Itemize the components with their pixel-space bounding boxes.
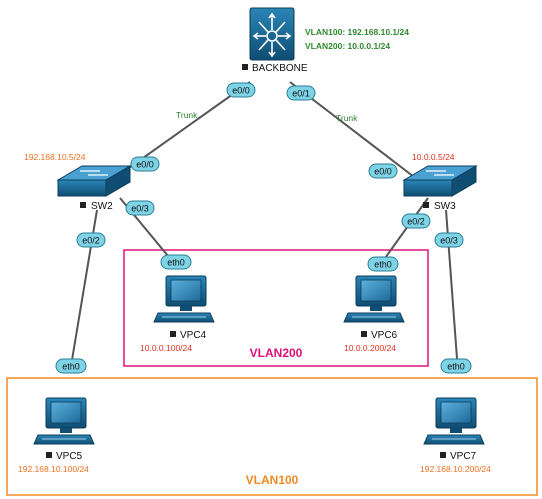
port-label: e0/0 — [232, 86, 250, 96]
backbone-arrows-icon — [252, 12, 292, 58]
vlan100-zone — [6, 377, 538, 496]
port-backbone-e00[interactable]: e0/0 — [226, 82, 256, 98]
trunk-label-left: Trunk — [176, 110, 198, 120]
backbone-vlan200-ip: VLAN200: 10.0.0.1/24 — [305, 41, 390, 51]
sw2-status-icon — [80, 202, 86, 208]
sw2-ip: 192.168.10.5/24 — [24, 152, 86, 162]
port-label: eth0 — [447, 362, 465, 372]
vpc6-ip: 10.0.0.200/24 — [344, 343, 396, 353]
port-label: e0/3 — [131, 204, 149, 214]
links — [69, 81, 459, 373]
port-backbone-e01[interactable]: e0/1 — [286, 85, 316, 101]
vpc4-status-icon — [170, 331, 176, 337]
vlan200-zone — [123, 249, 429, 367]
vpc4-computer[interactable] — [153, 275, 215, 323]
port-vpc7-eth0[interactable]: eth0 — [440, 358, 472, 374]
vpc5-computer[interactable] — [33, 397, 95, 445]
sw2-arrows-icon — [80, 170, 108, 176]
port-label: e0/2 — [82, 236, 100, 246]
vpc4-label: VPC4 — [180, 330, 207, 341]
port-label: e0/0 — [136, 160, 154, 170]
sw3-arrows-icon — [426, 170, 454, 176]
port-vpc6-eth0[interactable]: eth0 — [367, 256, 399, 272]
port-sw2-e00[interactable]: e0/0 — [130, 156, 160, 172]
vpc7-label: VPC7 — [450, 451, 477, 462]
backbone-label: BACKBONE — [252, 63, 308, 74]
trunk-label-right: Trunk — [336, 113, 358, 123]
port-vpc4-eth0[interactable]: eth0 — [160, 254, 192, 270]
port-sw2-e02[interactable]: e0/2 — [76, 232, 106, 248]
port-label: eth0 — [167, 258, 185, 268]
vpc6-computer[interactable] — [343, 275, 405, 323]
vpc5-label: VPC5 — [56, 451, 83, 462]
port-sw3-e02[interactable]: e0/2 — [401, 213, 431, 229]
vpc7-computer[interactable] — [423, 397, 485, 445]
link-sw3-vpc6 — [377, 197, 429, 269]
vlan100-title: VLAN100 — [246, 473, 299, 487]
sw3-status-icon — [423, 202, 429, 208]
vpc5-status-icon — [46, 452, 52, 458]
port-label: eth0 — [374, 260, 392, 270]
sw2-switch[interactable] — [56, 165, 132, 197]
vpc7-status-icon — [440, 452, 446, 458]
port-sw2-e03[interactable]: e0/3 — [125, 200, 155, 216]
vpc5-ip: 192.168.10.100/24 — [18, 464, 89, 474]
port-label: e0/3 — [440, 236, 458, 246]
port-label: e0/1 — [292, 89, 310, 99]
vlan200-title: VLAN200 — [250, 346, 303, 360]
vpc4-ip: 10.0.0.100/24 — [140, 343, 192, 353]
backbone-vlan100-ip: VLAN100: 192.168.10.1/24 — [305, 27, 409, 37]
port-label: eth0 — [62, 362, 80, 372]
vpc6-label: VPC6 — [371, 330, 398, 341]
vpc6-status-icon — [361, 331, 367, 337]
port-sw3-e03[interactable]: e0/3 — [434, 232, 464, 248]
sw3-ip: 10.0.0.5/24 — [412, 152, 455, 162]
sw3-label: SW3 — [434, 201, 456, 212]
port-vpc5-eth0[interactable]: eth0 — [55, 358, 87, 374]
backbone-status-icon — [242, 64, 248, 70]
port-sw3-e00[interactable]: e0/0 — [368, 163, 398, 179]
port-label: e0/0 — [374, 167, 392, 177]
backbone-router[interactable] — [249, 7, 295, 61]
vpc7-ip: 192.168.10.200/24 — [420, 464, 491, 474]
sw3-switch[interactable] — [402, 165, 478, 197]
sw2-label: SW2 — [91, 201, 113, 212]
port-label: e0/2 — [407, 217, 425, 227]
